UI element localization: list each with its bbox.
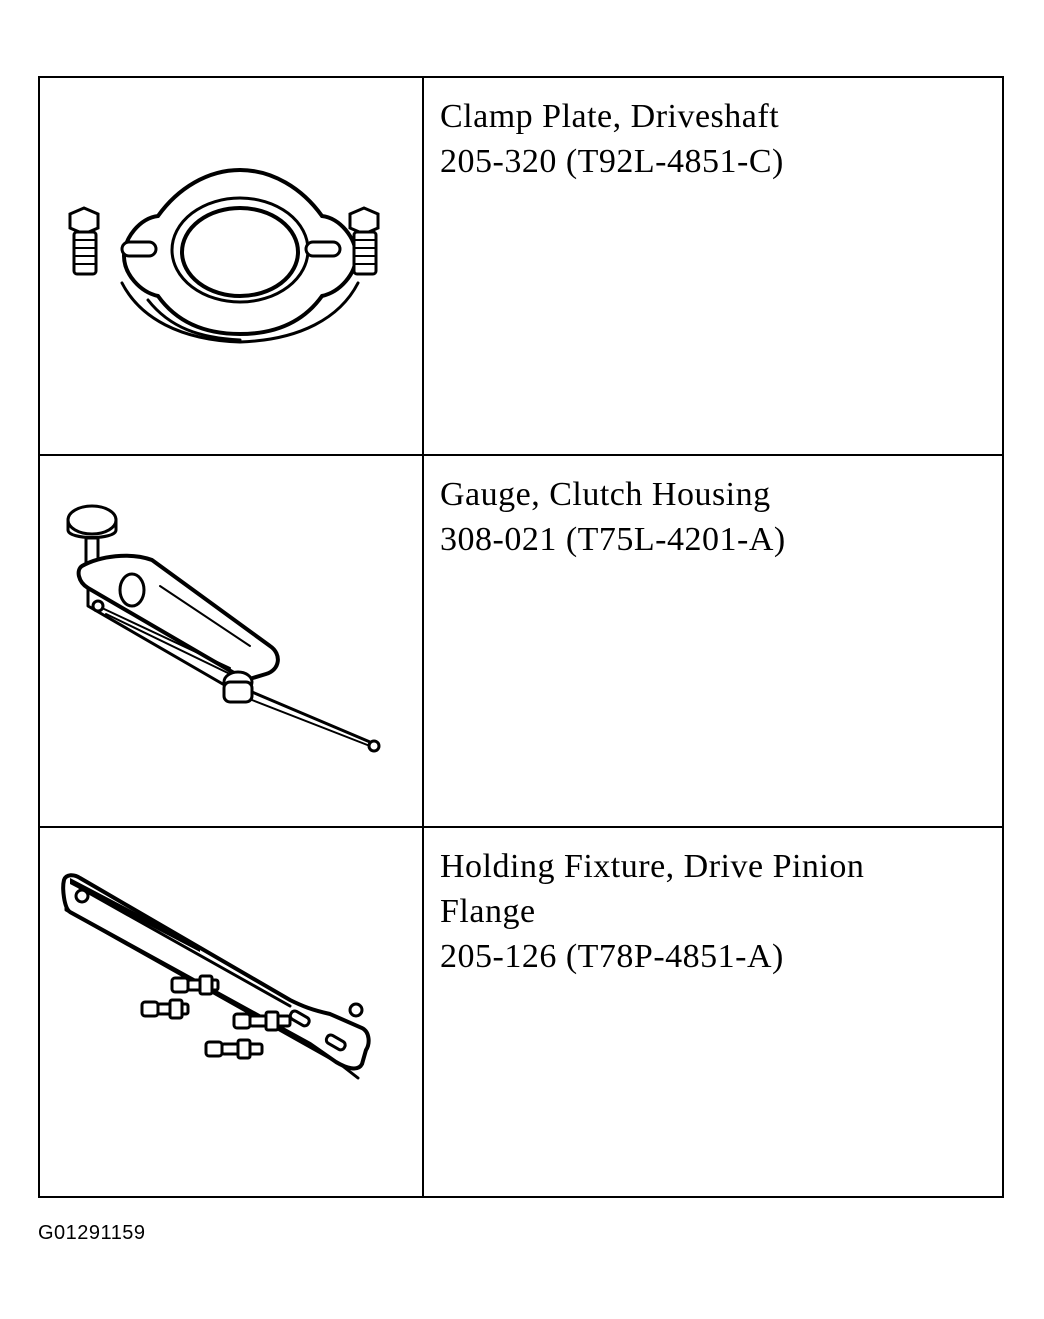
clamp-plate-illustration: [68, 167, 380, 344]
tool-number: 205-126 (T78P-4851-A): [440, 938, 784, 975]
tool-name: Gauge, Clutch Housing: [440, 476, 771, 513]
tool-image-cell: [40, 78, 424, 454]
bolt-icon: [348, 206, 380, 276]
tool-number: 308-021 (T75L-4201-A): [440, 521, 786, 558]
special-tools-table: Clamp Plate, Driveshaft 205-320 (T92L-48…: [38, 76, 1004, 1198]
tool-name: Holding Fixture, Drive Pinion Flange: [440, 848, 874, 930]
clutch-housing-gauge-illustration: [66, 504, 381, 753]
bolt-icon: [140, 998, 190, 1020]
tool-number: 205-320 (T92L-4851-C): [440, 143, 784, 180]
tool-text-cell: Clamp Plate, Driveshaft 205-320 (T92L-48…: [426, 78, 1002, 454]
tool-row: Holding Fixture, Drive Pinion Flange 205…: [40, 828, 1002, 1198]
tool-text-cell: Holding Fixture, Drive Pinion Flange 205…: [426, 828, 1002, 1198]
tool-image-cell: [40, 456, 424, 826]
tool-name: Clamp Plate, Driveshaft: [440, 98, 780, 135]
tool-row: Clamp Plate, Driveshaft 205-320 (T92L-48…: [40, 78, 1002, 456]
tool-image-cell: [40, 828, 424, 1198]
bolt-icon: [170, 974, 220, 996]
tool-row: Gauge, Clutch Housing 308-021 (T75L-4201…: [40, 456, 1002, 828]
figure-id: G01291159: [38, 1222, 146, 1244]
bolt-icon: [204, 1038, 264, 1060]
holding-fixture-illustration: [61, 873, 371, 1080]
bolt-icon: [232, 1010, 292, 1032]
tool-text-cell: Gauge, Clutch Housing 308-021 (T75L-4201…: [426, 456, 1002, 826]
bolt-icon: [68, 206, 100, 276]
